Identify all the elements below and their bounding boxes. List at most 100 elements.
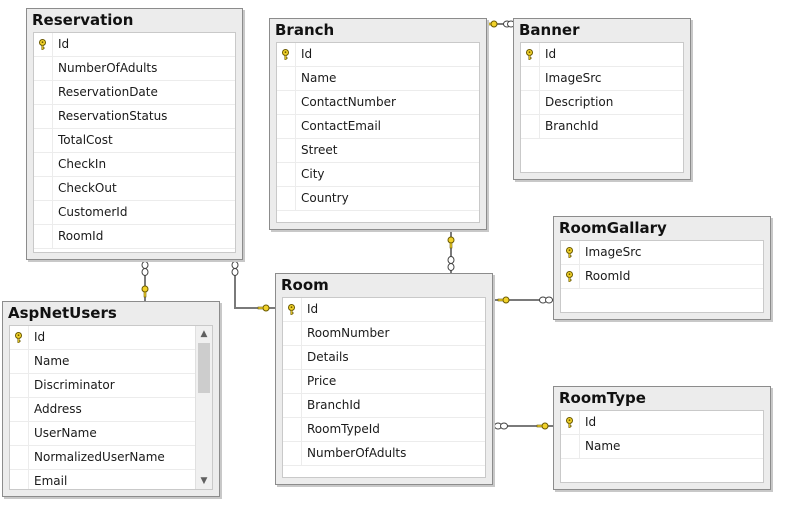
row-selector[interactable] xyxy=(277,139,296,162)
column-row[interactable]: Description xyxy=(521,91,683,115)
column-row[interactable]: ReservationStatus xyxy=(34,105,235,129)
column-row[interactable]: ReservationDate xyxy=(34,81,235,105)
column-row[interactable]: Id xyxy=(283,298,485,322)
column-row[interactable]: Id xyxy=(521,43,683,67)
column-row[interactable]: TotalCost xyxy=(34,129,235,153)
row-selector[interactable] xyxy=(277,163,296,186)
row-selector[interactable] xyxy=(10,446,29,469)
column-row[interactable]: NormalizedUserName xyxy=(10,446,212,470)
row-selector[interactable] xyxy=(34,33,53,56)
row-selector[interactable] xyxy=(283,322,302,345)
column-row[interactable]: Discriminator xyxy=(10,374,212,398)
row-selector[interactable] xyxy=(277,91,296,114)
row-selector[interactable] xyxy=(10,374,29,397)
row-selector[interactable] xyxy=(277,67,296,90)
row-selector[interactable] xyxy=(34,225,53,248)
column-name: Id xyxy=(307,302,319,316)
column-row[interactable]: Name xyxy=(561,435,763,459)
column-row[interactable]: ContactNumber xyxy=(277,91,479,115)
row-selector[interactable] xyxy=(521,67,540,90)
row-selector[interactable] xyxy=(34,57,53,80)
column-row[interactable]: ImageSrc xyxy=(521,67,683,91)
rel-reservation-aspnetusers[interactable] xyxy=(141,260,149,301)
column-row[interactable]: Price xyxy=(283,370,485,394)
rel-reservation-room[interactable] xyxy=(231,260,275,312)
row-selector[interactable] xyxy=(283,298,302,321)
row-selector[interactable] xyxy=(277,43,296,66)
column-row[interactable]: ImageSrc xyxy=(561,241,763,265)
row-selector[interactable] xyxy=(561,411,580,434)
rel-room-roomtype[interactable] xyxy=(492,422,553,430)
column-row[interactable]: UserName xyxy=(10,422,212,446)
column-row[interactable]: CheckIn xyxy=(34,153,235,177)
column-row[interactable]: ContactEmail xyxy=(277,115,479,139)
row-selector[interactable] xyxy=(10,326,29,349)
row-selector[interactable] xyxy=(283,346,302,369)
row-selector[interactable] xyxy=(521,115,540,138)
row-selector[interactable] xyxy=(10,470,29,489)
row-selector[interactable] xyxy=(283,370,302,393)
table-title: RoomGallary xyxy=(559,219,667,237)
column-row[interactable]: City xyxy=(277,163,479,187)
column-row[interactable]: CustomerId xyxy=(34,201,235,225)
column-row[interactable]: Address xyxy=(10,398,212,422)
column-row[interactable]: Id xyxy=(10,326,212,350)
row-selector[interactable] xyxy=(34,129,53,152)
column-row[interactable]: BranchId xyxy=(521,115,683,139)
row-selector[interactable] xyxy=(34,201,53,224)
column-name: ImageSrc xyxy=(585,245,642,259)
row-selector[interactable] xyxy=(34,105,53,128)
row-selector[interactable] xyxy=(561,265,580,288)
row-selector[interactable] xyxy=(10,398,29,421)
column-row[interactable]: RoomId xyxy=(34,225,235,249)
rel-branch-room[interactable] xyxy=(447,229,455,273)
column-row[interactable]: Name xyxy=(10,350,212,374)
scroll-down-arrow-icon[interactable]: ▼ xyxy=(200,476,208,486)
row-selector[interactable] xyxy=(561,241,580,264)
column-row[interactable]: RoomId xyxy=(561,265,763,289)
row-selector[interactable] xyxy=(283,394,302,417)
row-selector[interactable] xyxy=(34,177,53,200)
row-selector[interactable] xyxy=(10,422,29,445)
column-row[interactable]: Id xyxy=(277,43,479,67)
column-row[interactable]: Email xyxy=(10,470,212,489)
vertical-scrollbar[interactable]: ▲▼ xyxy=(195,326,212,489)
column-row[interactable]: Name xyxy=(277,67,479,91)
rel-room-roomgallary[interactable] xyxy=(492,296,553,304)
row-selector[interactable] xyxy=(283,442,302,465)
column-row[interactable]: BranchId xyxy=(283,394,485,418)
scroll-up-arrow-icon[interactable]: ▲ xyxy=(200,329,208,339)
row-selector[interactable] xyxy=(277,187,296,210)
row-selector[interactable] xyxy=(283,418,302,441)
column-name: City xyxy=(301,167,325,181)
rel-branch-banner[interactable] xyxy=(485,20,515,28)
table-title: Room xyxy=(281,276,329,294)
row-selector[interactable] xyxy=(10,350,29,373)
row-selector[interactable] xyxy=(521,91,540,114)
row-selector[interactable] xyxy=(34,153,53,176)
row-selector[interactable] xyxy=(561,435,580,458)
column-row[interactable]: RoomTypeId xyxy=(283,418,485,442)
row-selector[interactable] xyxy=(521,43,540,66)
column-row[interactable]: Country xyxy=(277,187,479,211)
column-row[interactable]: RoomNumber xyxy=(283,322,485,346)
row-selector[interactable] xyxy=(277,115,296,138)
column-row[interactable]: Details xyxy=(283,346,485,370)
column-row[interactable]: Id xyxy=(34,33,235,57)
column-row[interactable]: NumberOfAdults xyxy=(283,442,485,466)
row-selector[interactable] xyxy=(34,81,53,104)
column-row[interactable]: CheckOut xyxy=(34,177,235,201)
column-row[interactable]: NumberOfAdults xyxy=(34,57,235,81)
column-row[interactable]: Street xyxy=(277,139,479,163)
column-row[interactable]: Id xyxy=(561,411,763,435)
column-name: NumberOfAdults xyxy=(307,446,407,460)
scroll-thumb[interactable] xyxy=(198,343,210,393)
